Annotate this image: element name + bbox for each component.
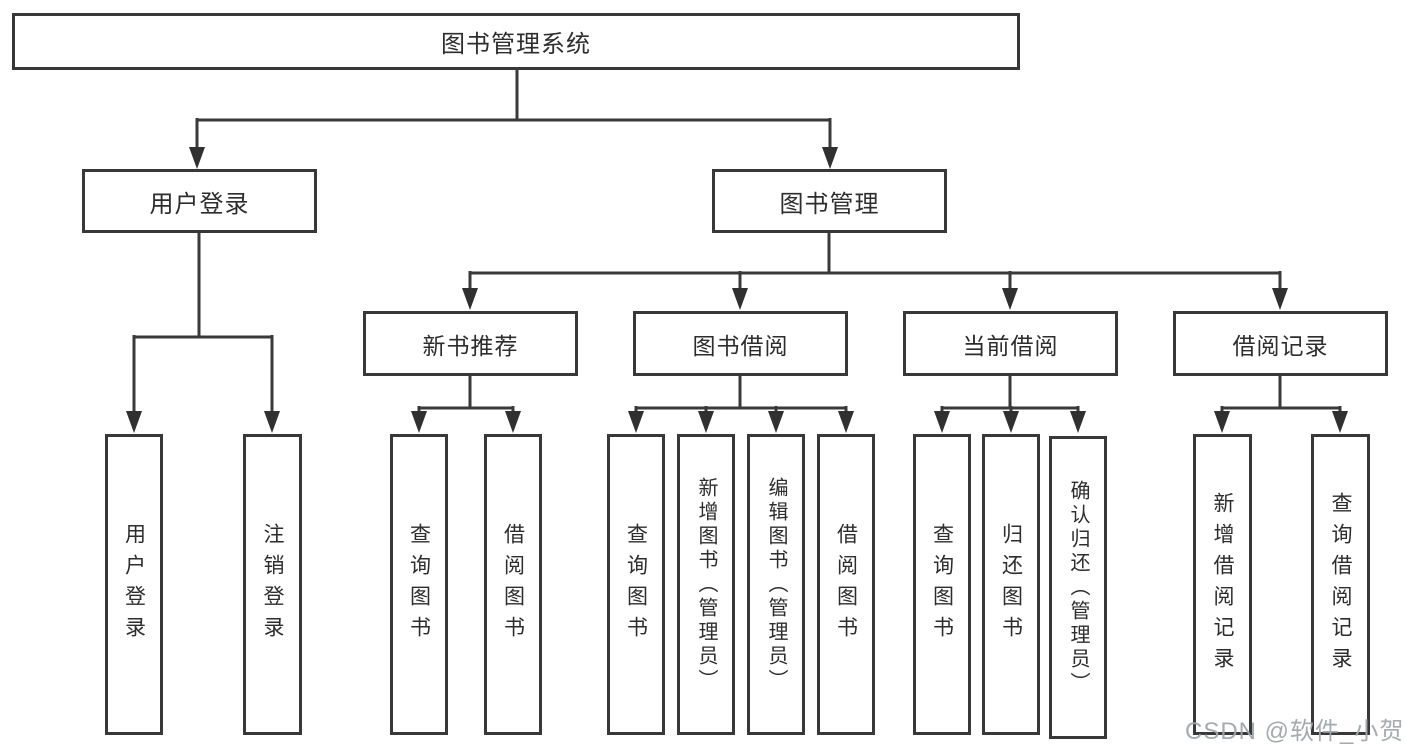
node-leaf-add-borrow-record-label: 新增借阅记录 [1211, 491, 1235, 678]
node-library-system: 图书管理系统 [12, 13, 1020, 70]
connector-newbooks-to-leaves [411, 376, 521, 433]
node-leaf-query-books-borrowing-label: 查询图书 [624, 522, 648, 647]
node-user-login-label: 用户登录 [149, 190, 250, 218]
node-leaf-query-borrow-record-label: 查询借阅记录 [1329, 491, 1353, 678]
connector-root-to-level2 [189, 69, 838, 169]
connector-borrowrecords-to-leaves [1214, 376, 1348, 433]
node-leaf-edit-books-admin: 编辑图书（管理员） [747, 434, 805, 735]
node-book-borrowing-label: 图书借阅 [692, 332, 789, 359]
node-leaf-user-login-label: 用户登录 [122, 522, 146, 647]
watermark: CSDN @软件_小贺同学 [1185, 718, 1405, 745]
node-leaf-query-books-recommend-label: 查询图书 [407, 522, 431, 647]
node-book-borrowing: 图书借阅 [633, 311, 848, 376]
node-leaf-borrow-books-recommend: 借阅图书 [484, 434, 542, 735]
connector-bookmgmt-to-level3 [462, 233, 1288, 310]
node-new-book-recommendation: 新书推荐 [363, 311, 578, 376]
node-current-borrowing: 当前借阅 [903, 311, 1118, 376]
node-leaf-query-books-current-label: 查询图书 [930, 522, 954, 647]
node-leaf-query-books-recommend: 查询图书 [390, 434, 448, 735]
node-leaf-confirm-return-admin-label: 确认归还（管理员） [1067, 479, 1089, 696]
node-leaf-query-books-current: 查询图书 [913, 434, 971, 735]
node-leaf-query-borrow-record: 查询借阅记录 [1311, 434, 1370, 735]
node-leaf-add-books-admin: 新增图书（管理员） [677, 434, 735, 735]
node-leaf-logout-label: 注销登录 [261, 522, 285, 647]
connector-bookborrow-to-leaves [628, 376, 854, 433]
connector-currentborrow-to-leaves [934, 376, 1086, 433]
node-leaf-borrow-books-borrowing-label: 借阅图书 [834, 522, 858, 647]
node-user-login: 用户登录 [82, 169, 317, 233]
node-leaf-confirm-return-admin: 确认归还（管理员） [1049, 436, 1107, 739]
node-leaf-add-books-admin-label: 新增图书（管理员） [695, 476, 717, 693]
node-book-management-label: 图书管理 [779, 190, 880, 218]
node-book-management: 图书管理 [712, 169, 947, 233]
node-leaf-borrow-books-recommend-label: 借阅图书 [501, 522, 525, 647]
node-leaf-edit-books-admin-label: 编辑图书（管理员） [765, 476, 787, 693]
node-leaf-user-login: 用户登录 [105, 434, 163, 735]
node-borrowing-records: 借阅记录 [1173, 311, 1388, 376]
node-leaf-query-books-borrowing: 查询图书 [607, 434, 665, 735]
node-leaf-return-books-label: 归还图书 [999, 522, 1023, 647]
node-leaf-add-borrow-record: 新增借阅记录 [1193, 434, 1252, 735]
node-library-system-label: 图书管理系统 [441, 31, 591, 58]
node-leaf-borrow-books-borrowing: 借阅图书 [817, 434, 875, 735]
connector-userlogin-to-leaves [126, 233, 280, 433]
node-borrowing-records-label: 借阅记录 [1232, 332, 1329, 359]
node-current-borrowing-label: 当前借阅 [962, 332, 1059, 359]
node-new-book-recommendation-label: 新书推荐 [422, 332, 519, 359]
node-leaf-return-books: 归还图书 [982, 434, 1040, 735]
node-leaf-logout: 注销登录 [243, 434, 302, 735]
